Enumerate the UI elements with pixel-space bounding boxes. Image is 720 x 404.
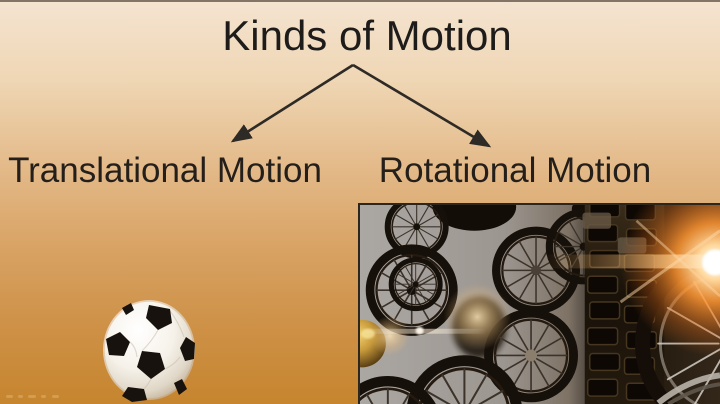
branch-label-rotational: Rotational Motion: [378, 151, 652, 190]
soccer-ball-image: [102, 299, 196, 403]
faint-watermark: [6, 388, 70, 398]
slide-title: Kinds of Motion: [222, 12, 512, 59]
arrow-left: [230, 63, 354, 143]
arrow-right: [352, 63, 492, 148]
lens-flare: [361, 205, 720, 357]
rotational-wheels-image: [358, 203, 720, 404]
bright-spoke-wheel: [634, 249, 720, 404]
top-edge-line: [0, 0, 720, 2]
branch-label-translational: Translational Motion: [8, 151, 322, 190]
